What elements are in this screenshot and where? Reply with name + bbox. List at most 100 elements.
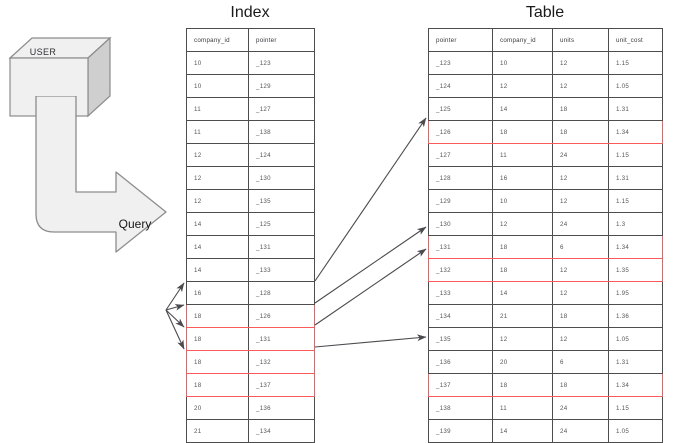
index-cell-pointer: _123 — [248, 51, 315, 75]
index-cell-pointer: _136 — [248, 396, 315, 420]
index-row: 12_135 — [186, 189, 315, 213]
table-cell-units: 12 — [552, 51, 609, 75]
table-cell-company_id: 12 — [492, 74, 553, 98]
table-cell-units: 24 — [552, 396, 609, 420]
table-cell-company_id: 18 — [492, 120, 553, 144]
table-cell-company_id: 10 — [492, 189, 553, 213]
table-cell-units: 24 — [552, 419, 609, 443]
table-cell-unit_cost: 1.34 — [608, 373, 663, 397]
table-cell-units: 12 — [552, 327, 609, 351]
index-title: Index — [230, 4, 270, 21]
query-to-index-131 — [165, 304, 185, 311]
index-row: 18_126 — [186, 304, 315, 328]
table-cell-unit_cost: 1.15 — [608, 143, 663, 167]
table-cell-company_id: 11 — [492, 396, 553, 420]
table-cell-units: 18 — [552, 373, 609, 397]
table-cell-pointer: _134 — [428, 304, 493, 328]
table-cell-unit_cost: 1.15 — [608, 189, 663, 213]
index-cell-company_id: 20 — [186, 396, 249, 420]
table-cell-pointer: _130 — [428, 212, 493, 236]
index-cell-pointer: _131 — [248, 327, 315, 351]
table-cell-pointer: _132 — [428, 258, 493, 282]
index-row: 18_137 — [186, 373, 315, 397]
index-cell-company_id: 21 — [186, 419, 249, 443]
table-cell-company_id: 21 — [492, 304, 553, 328]
table-cell-company_id: 16 — [492, 166, 553, 190]
table-cell-unit_cost: 1.31 — [608, 97, 663, 121]
table-cell-unit_cost: 1.36 — [608, 304, 663, 328]
table-cell-unit_cost: 1.31 — [608, 350, 663, 374]
index-cell-company_id: 11 — [186, 97, 249, 121]
table-cell-company_id: 11 — [492, 143, 553, 167]
table-title: Table — [525, 4, 565, 21]
table-cell-company_id: 18 — [492, 373, 553, 397]
index-row: 14_125 — [186, 212, 315, 236]
index-row: 14_131 — [186, 235, 315, 259]
index-row: 12_124 — [186, 143, 315, 167]
table-cell-units: 18 — [552, 97, 609, 121]
table-cell-units: 24 — [552, 212, 609, 236]
table-cell-company_id: 14 — [492, 97, 553, 121]
index-cell-pointer: _127 — [248, 97, 315, 121]
table-column-header-company_id: company_id — [492, 28, 553, 52]
index-row: 10_123 — [186, 51, 315, 75]
index-cell-company_id: 12 — [186, 166, 249, 190]
table-cell-pointer: _133 — [428, 281, 493, 305]
index-cell-pointer: _132 — [248, 350, 315, 374]
table-cell-units: 12 — [552, 74, 609, 98]
table-cell-units: 18 — [552, 120, 609, 144]
index-row: 14_133 — [186, 258, 315, 282]
query-to-index-137 — [165, 309, 185, 350]
table-cell-unit_cost: 1.05 — [608, 74, 663, 98]
table-cell-company_id: 20 — [492, 350, 553, 374]
index-cell-company_id: 10 — [186, 51, 249, 75]
table-cell-pointer: _135 — [428, 327, 493, 351]
index-cell-pointer: _138 — [248, 120, 315, 144]
table-cell-pointer: _137 — [428, 373, 493, 397]
index-row: 11_127 — [186, 97, 315, 121]
table-cell-unit_cost: 1.31 — [608, 166, 663, 190]
table-column-header-unit_cost: unit_cost — [608, 28, 663, 52]
index-cell-pointer: _134 — [248, 419, 315, 443]
index-cell-company_id: 14 — [186, 212, 249, 236]
table-cell-unit_cost: 1.05 — [608, 419, 663, 443]
index-row: 18_131 — [186, 327, 315, 351]
table-cell-unit_cost: 1.15 — [608, 51, 663, 75]
index-cell-company_id: 18 — [186, 373, 249, 397]
table-cell-unit_cost: 1.34 — [608, 120, 663, 144]
index-column-header-company_id: company_id — [186, 28, 249, 52]
table-cell-company_id: 10 — [492, 51, 553, 75]
table-cell-pointer: _125 — [428, 97, 493, 121]
table-cell-pointer: _126 — [428, 120, 493, 144]
table-cell-units: 24 — [552, 143, 609, 167]
table-cell-company_id: 12 — [492, 327, 553, 351]
table-cell-pointer: _123 — [428, 51, 493, 75]
index-row: 16_128 — [186, 281, 315, 305]
table-cell-unit_cost: 1.15 — [608, 396, 663, 420]
table-column-header-pointer: pointer — [428, 28, 493, 52]
table-cell-unit_cost: 1.34 — [608, 235, 663, 259]
index-cell-company_id: 12 — [186, 143, 249, 167]
table-cell-company_id: 18 — [492, 258, 553, 282]
index-cell-company_id: 16 — [186, 281, 249, 305]
index-137-to-table-137 — [314, 334, 427, 348]
index-cell-pointer: _126 — [248, 304, 315, 328]
index-row: 18_132 — [186, 350, 315, 374]
index-cell-company_id: 12 — [186, 189, 249, 213]
